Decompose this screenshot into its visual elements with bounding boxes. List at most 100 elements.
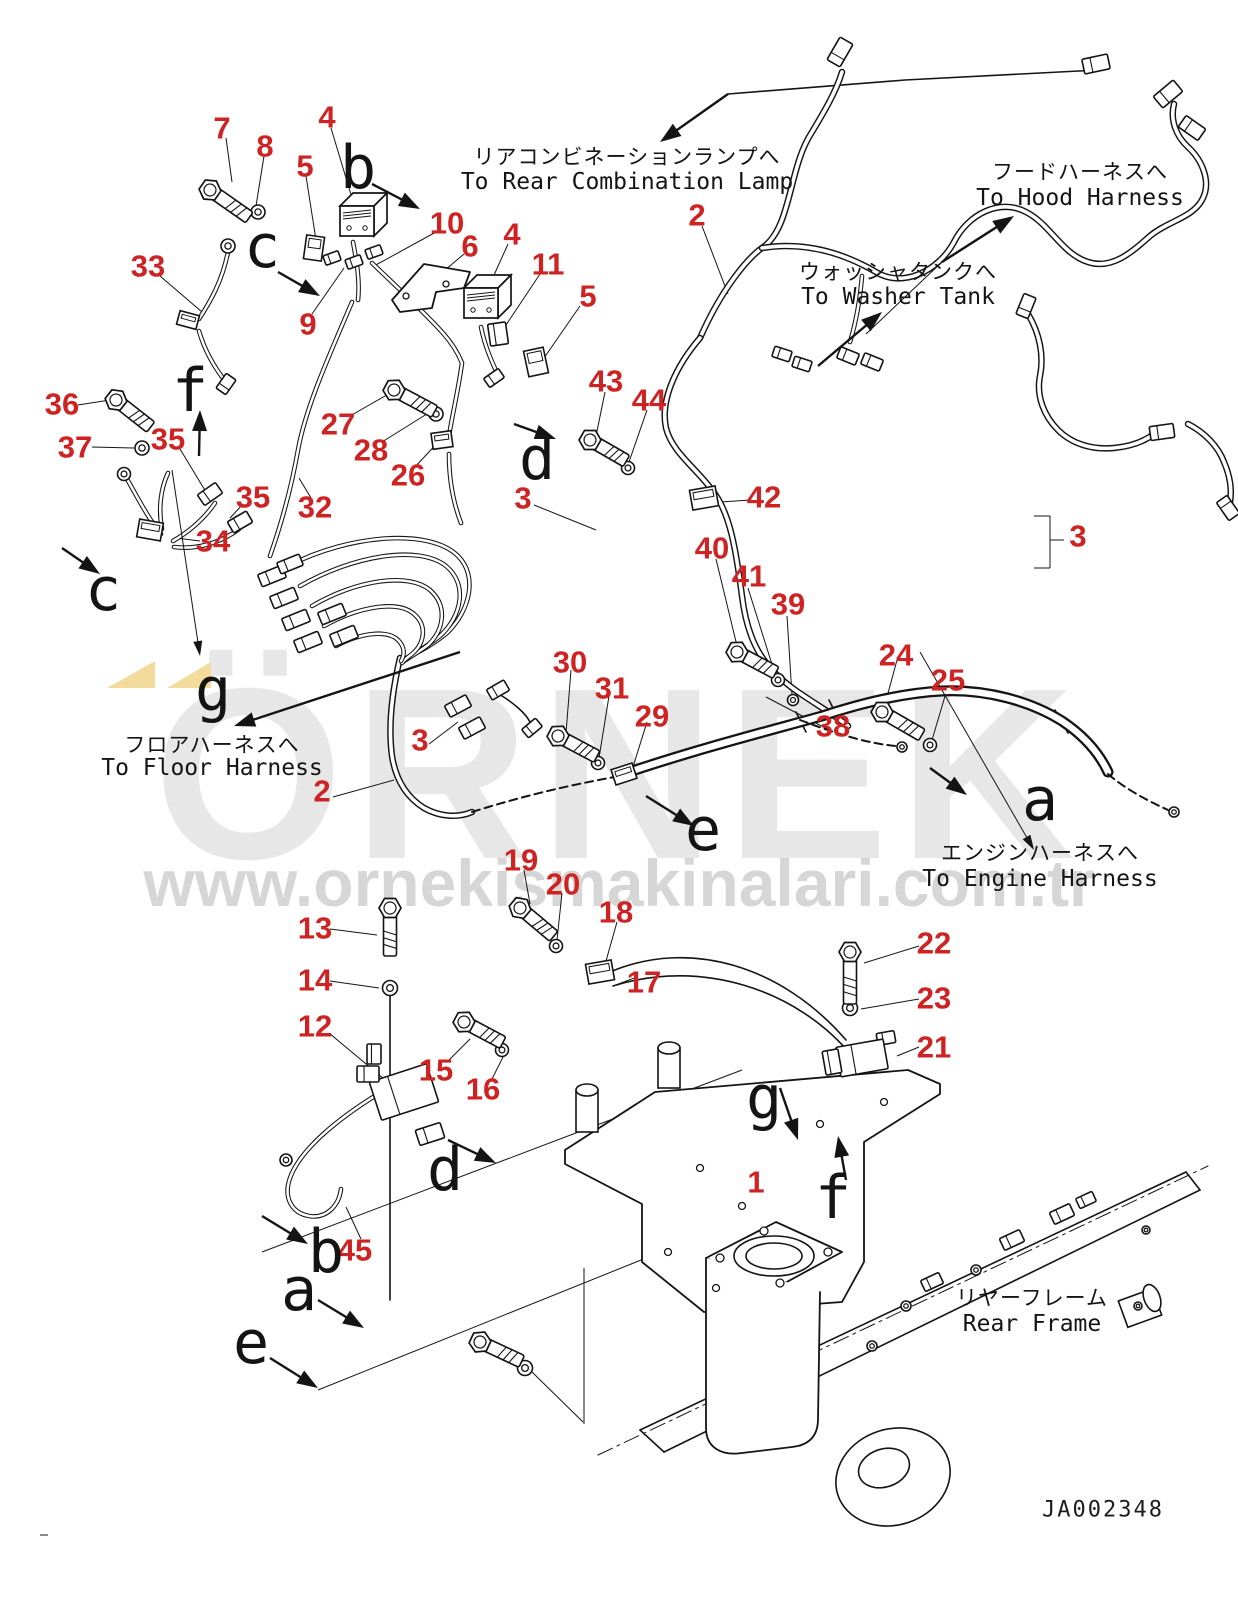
bolt-thread bbox=[415, 399, 427, 410]
connector-detail bbox=[450, 702, 458, 715]
part-number-label-32: 32 bbox=[297, 489, 333, 525]
part-number-label-7: 7 bbox=[213, 110, 231, 146]
part-number-label-26: 26 bbox=[390, 457, 426, 493]
view-arrow-head bbox=[473, 1147, 496, 1163]
view-arrow-head bbox=[397, 192, 420, 209]
view-arrow-head bbox=[192, 410, 208, 432]
bolt-head bbox=[104, 388, 128, 412]
part-number-label-37: 37 bbox=[57, 429, 93, 465]
connector-body bbox=[1148, 422, 1176, 442]
clip-detail bbox=[614, 766, 633, 778]
leader-line bbox=[598, 695, 610, 759]
bolt bbox=[468, 1331, 525, 1368]
bolt-head bbox=[382, 379, 406, 401]
connector bbox=[1081, 53, 1111, 75]
bolt-thread bbox=[137, 417, 150, 426]
view-letter-d: d bbox=[426, 1135, 464, 1205]
connector bbox=[791, 355, 813, 373]
part-number-label-6: 6 bbox=[461, 228, 479, 264]
bolt-thread bbox=[383, 930, 397, 936]
view-arrow-shaft bbox=[778, 1087, 794, 1124]
harness-wire-core bbox=[197, 250, 230, 321]
view-letter-d: d bbox=[518, 424, 556, 494]
hole bbox=[442, 280, 450, 288]
annotation-jp-rear-frame: リヤーフレーム bbox=[955, 1286, 1109, 1310]
relay-hatch bbox=[466, 291, 496, 296]
view-letter-a: a bbox=[1021, 765, 1059, 835]
bolt-thread bbox=[531, 918, 544, 927]
view-letter-e: e bbox=[232, 1308, 270, 1378]
leader-line bbox=[159, 275, 203, 313]
connector-body bbox=[821, 1048, 843, 1076]
connector-detail bbox=[487, 375, 495, 385]
harness-tube-core bbox=[663, 336, 850, 728]
connector-detail bbox=[283, 559, 289, 572]
connector-detail bbox=[369, 248, 374, 258]
part-number-label-40: 40 bbox=[694, 530, 730, 566]
connector-body bbox=[344, 254, 364, 270]
hole bbox=[815, 1119, 825, 1129]
clamp-clip bbox=[610, 761, 638, 787]
part-number-label-17: 17 bbox=[626, 964, 662, 1000]
connector-detail bbox=[336, 631, 343, 644]
figure-code: JA002348 bbox=[1042, 1497, 1164, 1523]
relay-terminal bbox=[470, 307, 476, 313]
connector-body bbox=[920, 1272, 944, 1292]
connector-body bbox=[215, 372, 237, 396]
connector-detail bbox=[300, 637, 307, 650]
clamp-clip bbox=[135, 518, 165, 542]
connector-detail bbox=[491, 686, 499, 698]
leader-line bbox=[701, 225, 729, 295]
leader-line bbox=[565, 669, 572, 734]
frame-detail bbox=[857, 1447, 911, 1489]
washer-ring-hole bbox=[624, 464, 632, 472]
part-number-label-30: 30 bbox=[552, 644, 588, 680]
leader-line bbox=[381, 411, 431, 443]
part-number-label-27: 27 bbox=[320, 406, 356, 442]
bolt-head bbox=[468, 1331, 492, 1353]
annotation-en-rear-combination-lamp: To Rear Combination Lamp bbox=[460, 169, 794, 195]
hole bbox=[695, 1163, 705, 1173]
part-number-label-28: 28 bbox=[353, 432, 389, 468]
frame-detail bbox=[745, 1242, 803, 1270]
hidden-wire bbox=[471, 775, 621, 813]
connector-body bbox=[269, 586, 299, 610]
connector-detail bbox=[850, 1044, 857, 1075]
view-letter-c: c bbox=[84, 555, 122, 625]
part-number-label-12: 12 bbox=[297, 1008, 333, 1044]
view-arrow-head bbox=[992, 216, 1014, 234]
bolt-thread bbox=[902, 722, 914, 733]
view-arrow-shaft bbox=[674, 93, 729, 133]
connector-detail bbox=[796, 357, 802, 369]
bolt-thread bbox=[752, 657, 763, 668]
harness-wire-core bbox=[286, 1092, 380, 1218]
bolt-head bbox=[838, 941, 862, 963]
connector bbox=[521, 717, 543, 739]
connector bbox=[1075, 1190, 1097, 1210]
bolt bbox=[725, 641, 779, 679]
connector-detail bbox=[1159, 90, 1170, 104]
bolt-head-detail bbox=[473, 1335, 487, 1349]
clamp-clip bbox=[430, 429, 454, 451]
view-arrow-shaft bbox=[817, 322, 870, 367]
view-arrow-head bbox=[533, 424, 556, 439]
clip-detail bbox=[588, 962, 611, 975]
leader-line bbox=[225, 137, 233, 183]
bolt-head bbox=[546, 725, 570, 747]
harness-tube-core bbox=[1186, 422, 1233, 504]
leader-line bbox=[349, 391, 393, 417]
clip-detail bbox=[140, 521, 161, 533]
connector-detail bbox=[830, 51, 845, 61]
part-number-label-45: 45 bbox=[337, 1232, 373, 1268]
relay-hatch bbox=[342, 215, 372, 220]
connector-detail bbox=[841, 348, 848, 361]
connector-detail bbox=[1220, 500, 1232, 509]
harness-wire-core bbox=[171, 501, 217, 543]
leader-line bbox=[865, 261, 943, 335]
bolt-head-detail bbox=[730, 645, 744, 659]
connector-detail bbox=[232, 518, 241, 530]
bolt-head-detail bbox=[513, 901, 527, 915]
connector-body bbox=[1216, 495, 1238, 521]
view-letter-c: c bbox=[243, 212, 281, 282]
